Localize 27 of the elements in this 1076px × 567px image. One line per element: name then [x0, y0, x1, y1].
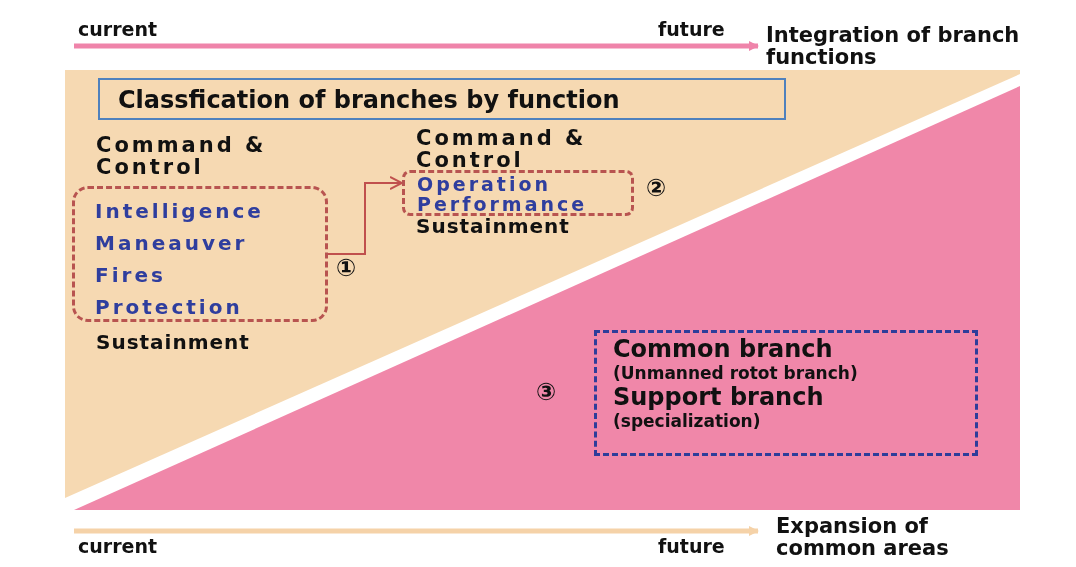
function-label: Command & Control — [96, 134, 268, 179]
branch-text: Intelligence — [95, 198, 264, 225]
branch-text: Protection — [95, 294, 243, 321]
branch-text: Common branch — [613, 335, 833, 363]
dashed-group-box — [594, 330, 978, 456]
callout-number: ③ — [536, 380, 557, 406]
axis-title: Expansion of common areas — [776, 515, 950, 560]
branch-text: (specialization) — [613, 411, 761, 431]
callout-number: ① — [336, 256, 357, 282]
dashed-group-box — [72, 186, 328, 322]
heading-box: Classfication of branches by function — [98, 78, 786, 120]
function-label: Sustainment — [416, 216, 570, 237]
branch-text: Operation Performance — [417, 174, 589, 214]
branch-text: Support branch — [613, 383, 824, 411]
function-label: Command & Control — [416, 127, 588, 172]
function-label: Sustainment — [96, 332, 250, 353]
axis-title: Integration of branch functions — [766, 24, 1021, 69]
branch-text: (Unmanned rotot branch) — [613, 363, 858, 383]
arrow — [327, 176, 403, 255]
timeline-label: future — [658, 20, 725, 40]
branch-text: Maneauver — [95, 230, 248, 257]
timeline-label: current — [78, 20, 158, 40]
dashed-group-box — [402, 170, 634, 216]
timeline-label: current — [78, 537, 158, 557]
timeline-label: future — [658, 537, 725, 557]
branch-text: Fires — [95, 262, 166, 289]
callout-number: ② — [646, 176, 667, 202]
